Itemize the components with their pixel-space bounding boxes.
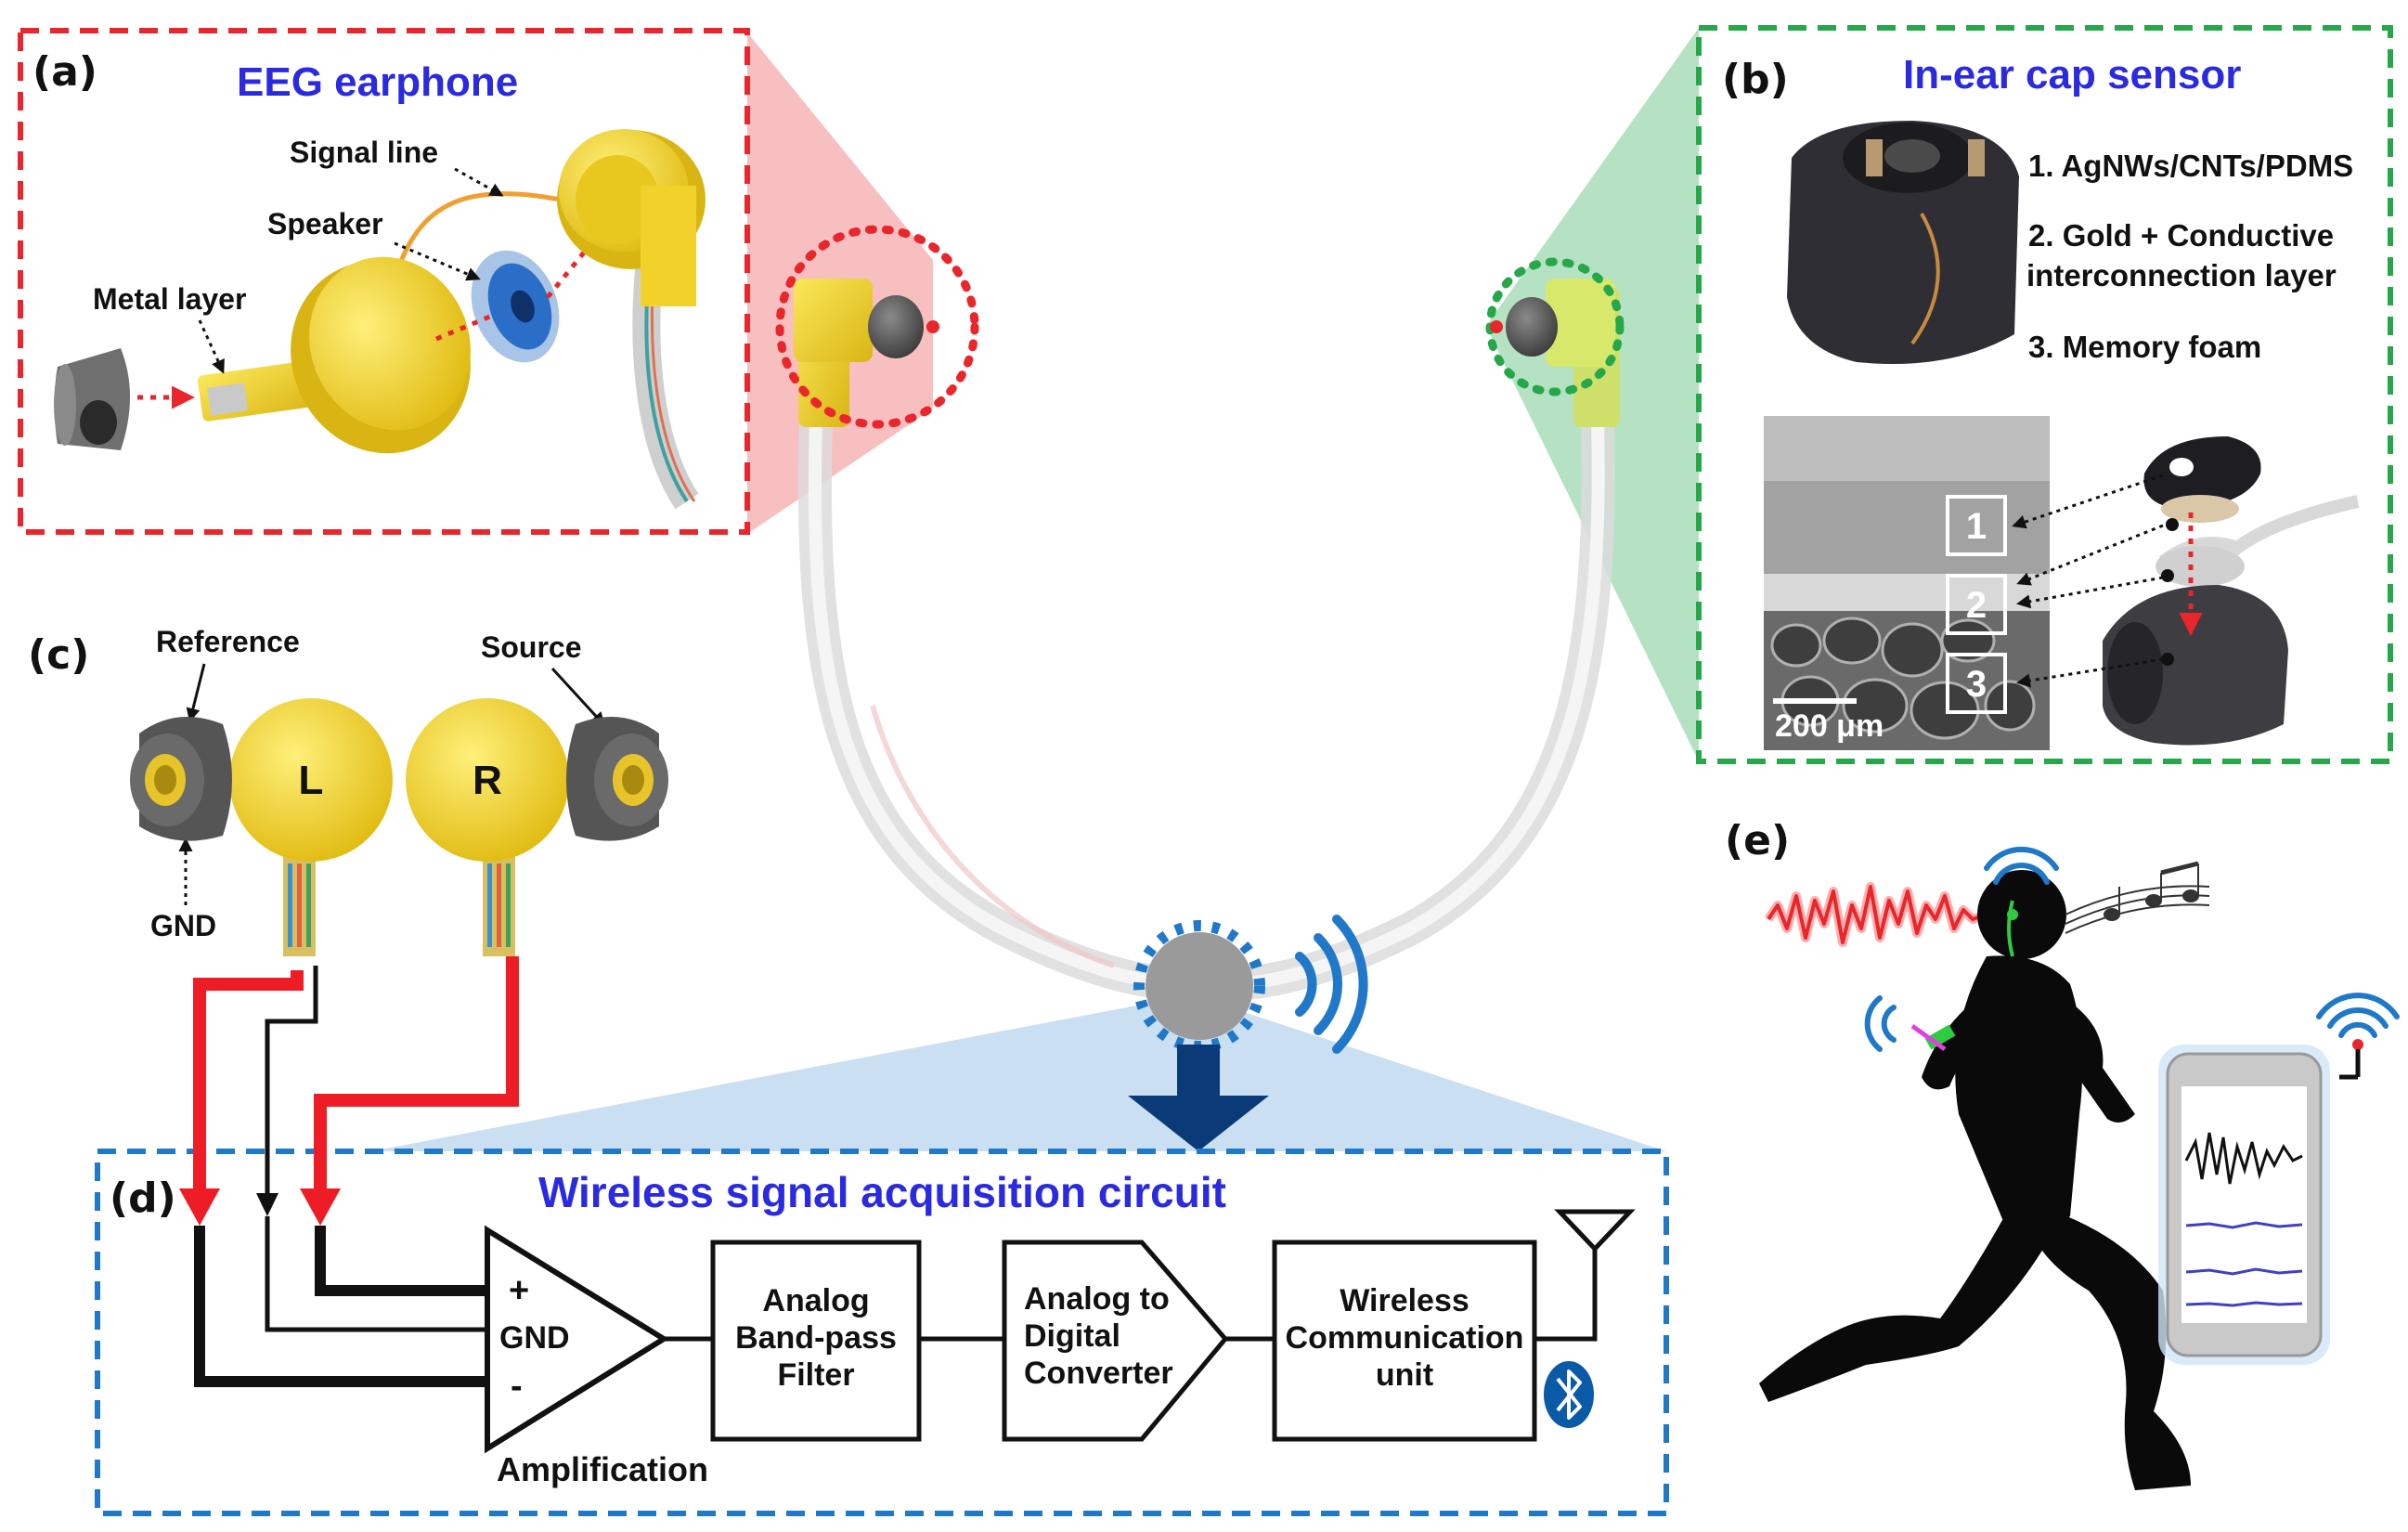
right-earphone-center [1485,257,1625,427]
music-notes-icon [2065,861,2210,934]
panel-b-title: In-ear cap sensor [1903,52,2241,97]
layer-2-text: 2. Gold + Conductive [2028,218,2334,253]
wifi-signal-icon [1295,915,1368,1054]
wireless-unit-block: Wireless Communication unit [1272,1240,1537,1442]
adc-line-2: Digital [1024,1318,1120,1354]
cable-assembly [747,28,1699,1001]
runner-silhouette [1759,870,2191,1490]
panel-d: (d) Wireless signal acquisition circuit … [95,956,1669,1516]
back-cap [557,129,706,306]
smartphone-icon [2158,1045,2330,1365]
amplifier: + GND - Amplification [485,1225,708,1488]
panel-c: (c) Reference Source GND L R [28,625,668,956]
metal-layer-label: Metal layer [93,282,246,316]
wireless-line-1: Wireless [1340,1283,1469,1318]
bluetooth-icon [1544,1361,1594,1428]
layer-box-3: 3 [1966,664,1987,705]
left-mark: L [299,758,324,803]
electrode-wires [179,956,519,1387]
speaker-label: Speaker [267,207,383,240]
amp-plus: + [509,1271,529,1310]
right-earphone: R [406,698,668,956]
right-cable [1224,389,1615,1001]
wireless-line-3: unit [1376,1357,1433,1393]
reference-label: Reference [156,625,300,658]
amp-minus: - [511,1367,523,1406]
sem-image: 200 μm [1764,416,2050,750]
layer-1-text: 1. AgNWs/CNTs/PDMS [2028,149,2353,183]
antenna-icon [1534,1209,1636,1342]
amp-gnd: GND [499,1320,570,1356]
panel-d-title: Wireless signal acquisition circuit [538,1168,1226,1216]
filter-line-2: Band-pass [735,1320,897,1356]
foam-cap-photo [1787,121,2019,364]
wifi-signal-icon [1864,846,2400,1052]
panel-b-tag: (b) [1722,56,1789,103]
wireless-line-2: Communication [1286,1320,1524,1356]
filter-line-1: Analog [762,1283,869,1318]
panel-a: (a) EEG earphone [18,28,750,535]
down-arrow-icon [1128,1045,1269,1151]
speaker-part [471,250,560,363]
left-earphone: L [130,698,393,956]
ear-tip [54,348,130,450]
layer-3-text: 3. Memory foam [2028,330,2261,364]
source-label: Source [481,630,581,664]
layer-box-2: 2 [1966,585,1987,626]
zoom-circle-a [775,225,979,429]
layer-2-text-cont: interconnection layer [2026,258,2337,292]
filter-line-3: Filter [777,1357,854,1393]
adc-block: Analog to Digital Converter [1002,1240,1229,1442]
adc-line-1: Analog to [1024,1281,1170,1317]
exploded-cap [2103,436,2360,746]
signal-line-label: Signal line [290,136,438,169]
layer-number-boxes: 1 2 3 [1946,495,2007,714]
panel-a-title: EEG earphone [237,59,518,105]
panel-d-tag: (d) [110,1175,176,1222]
scale-bar-label: 200 μm [1775,708,1884,744]
panel-c-tag: (c) [28,631,89,679]
earphone-housing [197,256,471,454]
panel-e-tag: (e) [1725,817,1790,864]
panel-e: (e) [1725,817,2400,1490]
panel-a-tag: (a) [32,48,97,96]
gnd-label: GND [150,909,216,942]
amplification-label: Amplification [497,1450,708,1488]
left-cable [797,389,1189,1001]
panel-b: (b) In-ear cap sensor 1. AgNWs/CNTs/PDMS… [1696,25,2393,764]
zoom-fan-d [371,1003,1666,1151]
left-earphone-center [775,225,979,429]
adc-line-3: Converter [1024,1356,1173,1391]
bandpass-filter-block: Analog Band-pass Filter [710,1240,922,1442]
layer-box-1: 1 [1966,506,1987,547]
right-mark: R [473,758,502,803]
